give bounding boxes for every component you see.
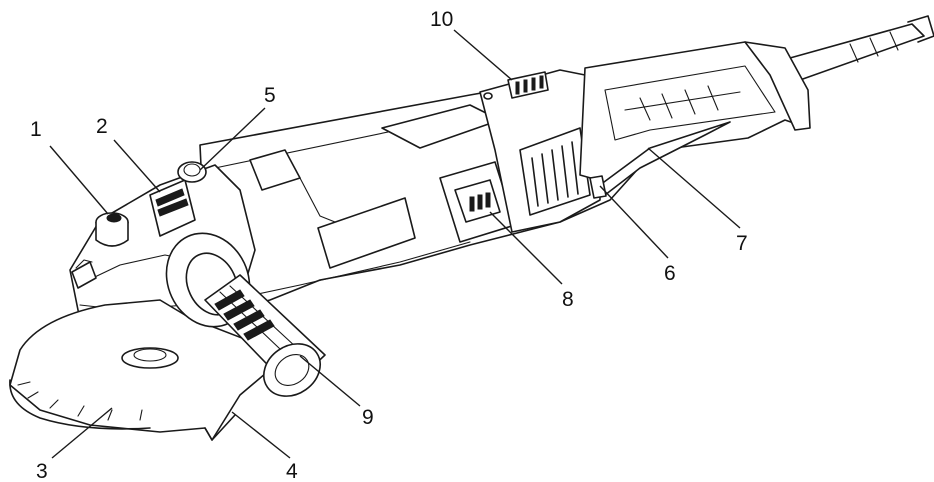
vent-collar (479, 69, 601, 233)
gear-head-vents (149, 179, 196, 237)
callout-3: 3 (36, 460, 48, 482)
rear-handle (579, 41, 811, 183)
side-handle (165, 232, 326, 397)
callout-5: 5 (264, 84, 276, 107)
vent-window (317, 197, 416, 269)
callout-8: 8 (562, 288, 574, 311)
callout-4: 4 (286, 460, 298, 482)
callout-10: 10 (430, 8, 453, 31)
carbon-brush-cover (439, 161, 516, 243)
paddle-trigger (589, 121, 731, 199)
wheel-guard (9, 299, 273, 441)
power-cord (789, 15, 934, 81)
handle-mount (177, 161, 207, 183)
speed-dial (483, 71, 549, 100)
callout-2: 2 (96, 115, 108, 138)
spindle-lock-button (95, 212, 129, 247)
callout-9: 9 (362, 406, 374, 429)
cutting-disc (9, 347, 236, 441)
callout-7: 7 (736, 232, 748, 255)
handle-end-cap (744, 41, 811, 131)
callout-6: 6 (664, 262, 676, 285)
leader-lines (49, 29, 741, 459)
callout-1: 1 (30, 118, 42, 141)
